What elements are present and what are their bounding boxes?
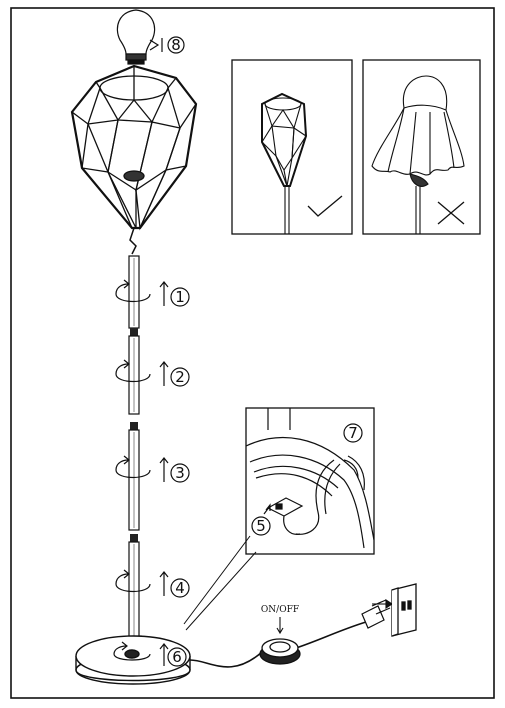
- lamp-base: [75, 635, 191, 685]
- rotate-arrow-2: [115, 359, 190, 387]
- switch-arrow: [276, 617, 284, 635]
- detail-connector: [266, 497, 304, 535]
- step-2-label: 2: [175, 368, 185, 386]
- cross-icon: [437, 201, 465, 225]
- step-8-label: 8: [171, 36, 181, 54]
- inset-correct-box: [231, 59, 353, 235]
- shade-cord: [129, 227, 137, 255]
- pole-joint-1: [130, 328, 138, 336]
- step-5-marker: [251, 503, 271, 536]
- page-border: [10, 7, 495, 699]
- wiring-detail-box: 7 5: [245, 407, 375, 555]
- pole-joint-3: [130, 534, 138, 542]
- power-cord: [189, 651, 263, 668]
- inset-pole: [284, 186, 290, 234]
- pole-segment-3: [128, 429, 140, 531]
- plug-arrow: [372, 598, 393, 610]
- wall-socket-icon: [391, 583, 417, 637]
- step-6-label: 6: [172, 648, 182, 666]
- inset-covered-shade: [371, 75, 465, 187]
- detail-callout-lines: [183, 535, 257, 631]
- step-5-label: 5: [256, 517, 266, 535]
- bulb-icon: [116, 9, 156, 65]
- step-7-marker: [343, 423, 363, 443]
- step-8-marker: [149, 36, 185, 54]
- pole-segment-1: [128, 255, 140, 329]
- rotate-arrow-4: [115, 569, 190, 598]
- detail-cable: [295, 455, 365, 535]
- step-1-label: 1: [175, 288, 185, 306]
- step-3-label: 3: [175, 464, 185, 482]
- plug-icon: [361, 599, 391, 629]
- pole-segment-2: [128, 335, 140, 415]
- rotate-arrow-6: [113, 641, 187, 667]
- pole-joint-2: [130, 422, 138, 430]
- step-7-label: 7: [348, 424, 358, 442]
- rotate-arrow-3: [115, 455, 190, 483]
- step-4-label: 4: [175, 579, 185, 597]
- detail-base-rim: [245, 436, 375, 549]
- inset-cage-shade: [261, 92, 308, 187]
- power-cord-2: [295, 621, 367, 649]
- pole-segment-4: [128, 541, 140, 639]
- checkmark-icon: [307, 195, 343, 217]
- inset-wrong-pole: [415, 186, 421, 234]
- foot-switch: [259, 638, 301, 665]
- cage-shade: [70, 64, 198, 231]
- switch-label: ON/OFF: [261, 605, 299, 615]
- detail-tube: [267, 408, 291, 430]
- inset-wrong-box: [362, 59, 481, 235]
- rotate-arrow-1: [115, 279, 190, 307]
